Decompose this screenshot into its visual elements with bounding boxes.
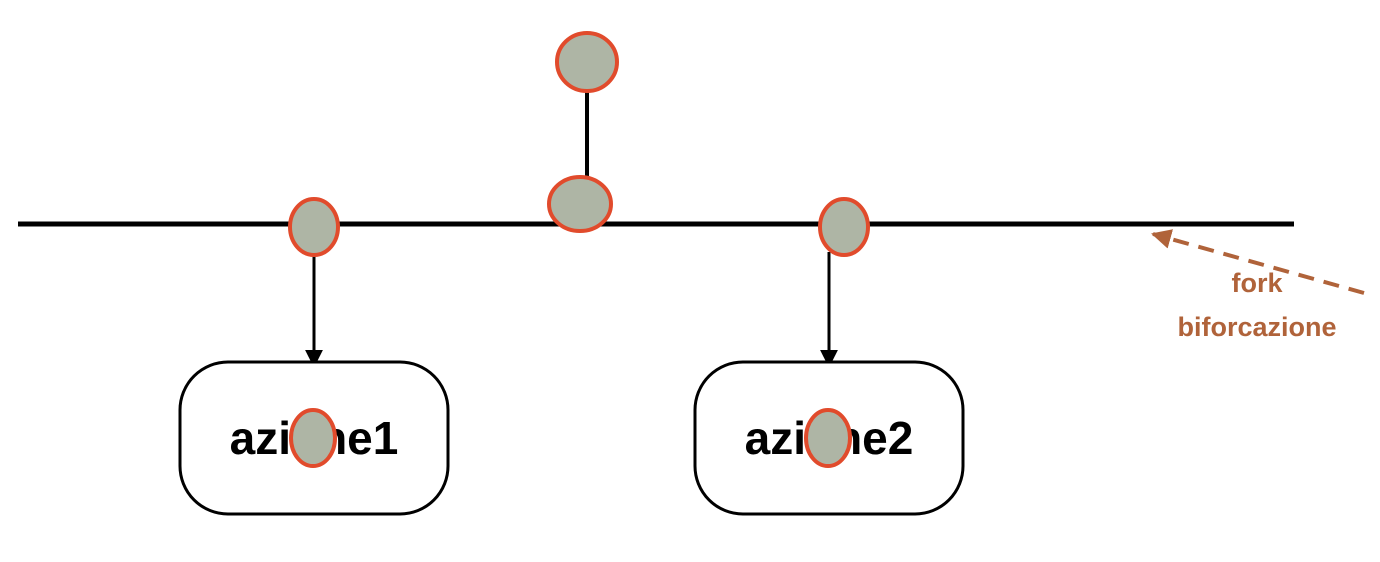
token-incoming (547, 175, 613, 233)
token-branch-1 (288, 197, 340, 257)
annotation-dashed-arrow (1151, 229, 1365, 295)
token-branch-2 (818, 197, 870, 257)
annotation-fork-label: fork (1231, 268, 1283, 298)
token-action-2 (804, 408, 852, 468)
token-action-1 (289, 408, 337, 468)
token-top (555, 31, 619, 93)
annotation-biforcazione-label: biforcazione (1177, 312, 1336, 342)
